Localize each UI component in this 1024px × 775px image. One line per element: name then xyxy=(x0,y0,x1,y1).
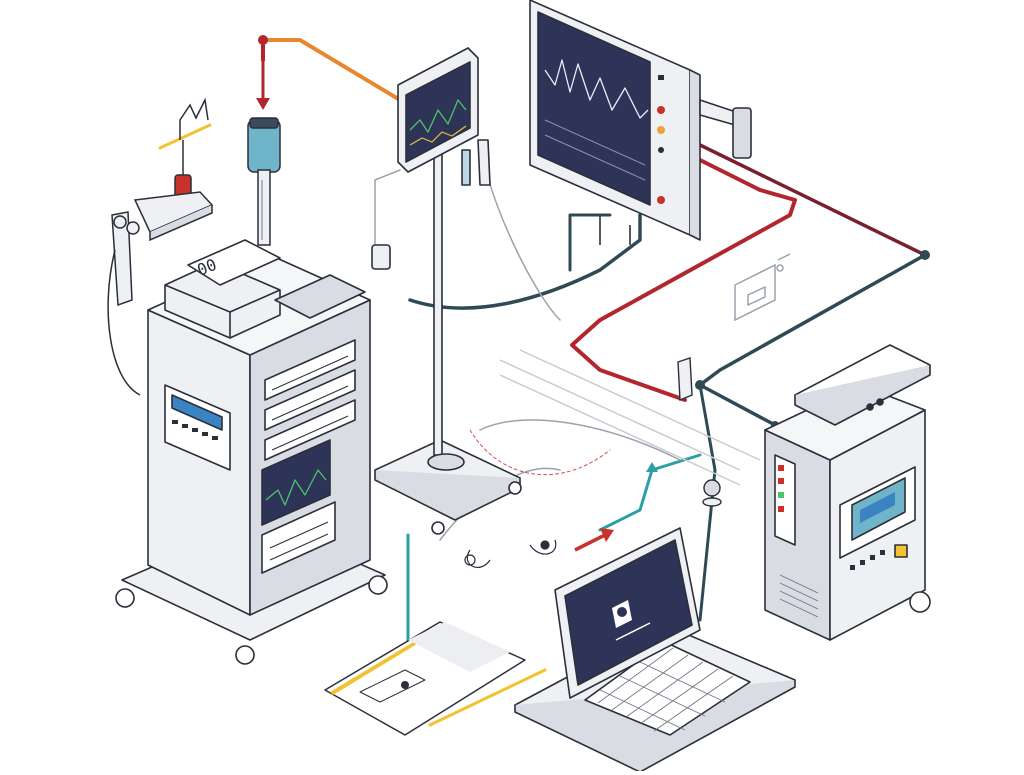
yellow-accent-2 xyxy=(428,668,547,727)
warning-icon xyxy=(894,544,908,558)
yellow-accent-1 xyxy=(158,123,212,150)
analyzer-unit xyxy=(764,344,931,641)
cart-wheel xyxy=(115,588,135,608)
cable-gray-1 xyxy=(479,419,681,461)
cart-wheel xyxy=(368,575,388,595)
cable-red-main xyxy=(570,158,797,402)
cable-dark-laptop xyxy=(698,383,717,622)
node-top-left xyxy=(258,35,268,45)
cable-gray-3 xyxy=(374,169,401,256)
node-right xyxy=(920,250,930,260)
junction-box xyxy=(677,357,722,507)
wall-patient-monitor xyxy=(529,0,752,245)
cable-dark-right xyxy=(698,253,927,387)
arrow-right-icon xyxy=(574,528,614,552)
specimen-bottle-icon xyxy=(247,117,281,246)
main-equipment-cart: 00 xyxy=(115,239,388,665)
cable-red-right xyxy=(698,143,927,257)
floor-cables xyxy=(464,539,557,568)
cable-dark-wall xyxy=(568,213,612,272)
arrow-down-icon xyxy=(256,60,270,110)
iv-stand-left xyxy=(107,97,214,396)
cable-gray-4 xyxy=(479,149,561,321)
cable-orange-top xyxy=(261,38,402,102)
floor-rails xyxy=(499,349,761,486)
wall-socket-icon xyxy=(734,253,791,322)
laptop-workstation xyxy=(514,527,796,773)
cable-teal-laptop xyxy=(598,453,702,532)
cart-wheel xyxy=(235,645,255,665)
document-sheet xyxy=(324,621,526,736)
iv-pole-monitor xyxy=(371,47,522,535)
node-center xyxy=(695,380,705,390)
cable-dark-curve xyxy=(408,213,642,310)
cable-red-thin xyxy=(469,429,611,476)
